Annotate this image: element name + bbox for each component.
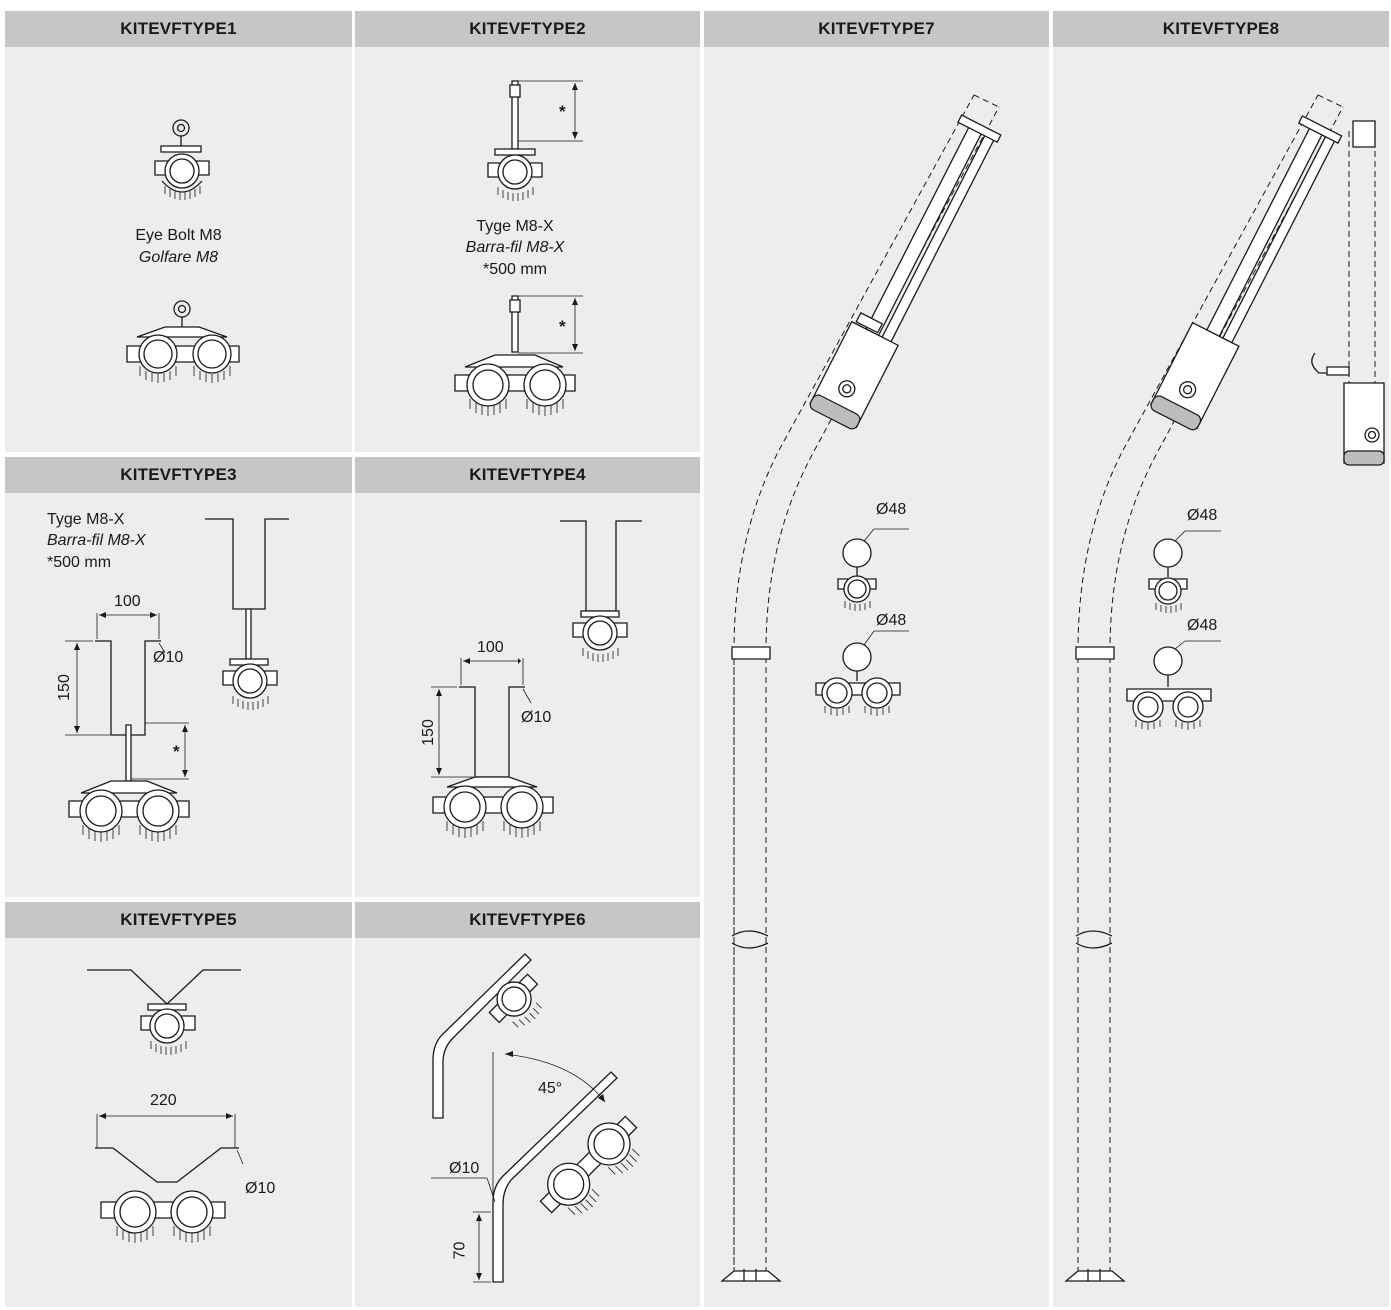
panel-kitevftype8: KITEVFTYPE8 [1053, 11, 1389, 1307]
pipe-diameter-double: Ø48 [876, 612, 907, 629]
width-dimension: 220 [150, 1092, 177, 1109]
single-clamp [223, 659, 277, 710]
double-clamp [101, 1191, 225, 1243]
u-bracket-direct-drawing [355, 457, 700, 897]
width-dimension: 100 [114, 593, 141, 610]
eye-bolt-single-drawing [5, 11, 352, 452]
threaded-rod-drawing [355, 11, 700, 452]
single-clamp [838, 576, 876, 611]
pole-mount-drawing [704, 11, 1049, 1307]
single-clamp [141, 1004, 195, 1055]
double-clamp [127, 335, 239, 383]
double-clamp [1127, 689, 1211, 730]
pipe-diameter-single: Ø48 [876, 501, 907, 518]
panel-kitevftype1: KITEVFTYPE1 Eye Bolt M8 Golfare M8 [5, 11, 352, 452]
luminaire [1149, 114, 1345, 432]
single-clamp [155, 146, 209, 200]
height-dimension: 150 [419, 719, 437, 746]
panel-kitevftype7: KITEVFTYPE7 [704, 11, 1049, 1307]
width-dimension: 100 [477, 639, 504, 656]
panel-title: KITEVFTYPE5 [5, 902, 352, 938]
panel-kitevftype3: KITEVFTYPE3 [5, 457, 352, 897]
panel-kitevftype5: KITEVFTYPE5 220 Ø10 [5, 902, 352, 1307]
double-clamp [531, 1107, 654, 1230]
panel-title: KITEVFTYPE6 [355, 902, 700, 938]
diameter-label: Ø10 [521, 709, 552, 726]
caption-line-2: Barra-fil M8-X [465, 239, 565, 256]
u-bracket-rod-drawing [5, 457, 352, 897]
pole-mount-twin-drawing [1053, 11, 1389, 1307]
double-clamp [433, 786, 553, 838]
panel-title: KITEVFTYPE7 [704, 11, 1049, 47]
panel-title: KITEVFTYPE3 [5, 457, 352, 493]
caption-line-2: Barra-fil M8-X [47, 532, 146, 549]
single-clamp [483, 968, 554, 1039]
caption-line-2: Golfare M8 [138, 249, 219, 266]
single-clamp [1149, 578, 1187, 613]
caption-line-1: Tyge M8-X [47, 511, 125, 528]
panel-kitevftype4: KITEVFTYPE4 100 150 Ø10 [355, 457, 700, 897]
panel-title: KITEVFTYPE8 [1053, 11, 1389, 47]
double-clamp [69, 790, 189, 842]
caption-line-1: Tyge M8-X [476, 218, 554, 235]
angled-arm-drawing [355, 902, 700, 1307]
panel-kitevftype2: KITEVFTYPE2 * * Tyge M [355, 11, 700, 452]
rod-length-marker-2: * [559, 317, 566, 336]
panel-title: KITEVFTYPE4 [355, 457, 700, 493]
pipe-diameter-double: Ø48 [1187, 617, 1218, 634]
rod-length-marker: * [173, 742, 180, 761]
pipe-diameter-single: Ø48 [1187, 507, 1218, 524]
single-clamp [573, 611, 627, 662]
panel-kitevftype6: KITEVFTYPE6 45° Ø10 70 [355, 902, 700, 1307]
height-dimension: 70 [451, 1241, 469, 1260]
height-dimension: 150 [55, 674, 73, 701]
panel-title: KITEVFTYPE2 [355, 11, 700, 47]
single-clamp [488, 149, 542, 201]
panel-title: KITEVFTYPE1 [5, 11, 352, 47]
diameter-label: Ø10 [245, 1180, 276, 1197]
double-clamp [455, 364, 575, 416]
luminaire [808, 113, 1004, 431]
caption-line-1: Eye Bolt M8 [135, 227, 222, 244]
v-bracket-drawing [5, 902, 352, 1307]
rod-length-marker: * [559, 102, 566, 121]
diameter-label: Ø10 [153, 649, 184, 666]
double-clamp [816, 678, 900, 716]
diameter-label: Ø10 [449, 1160, 480, 1177]
angle-label: 45° [538, 1080, 563, 1097]
caption-line-3: *500 mm [482, 261, 548, 278]
caption-line-3: *500 mm [47, 554, 112, 571]
